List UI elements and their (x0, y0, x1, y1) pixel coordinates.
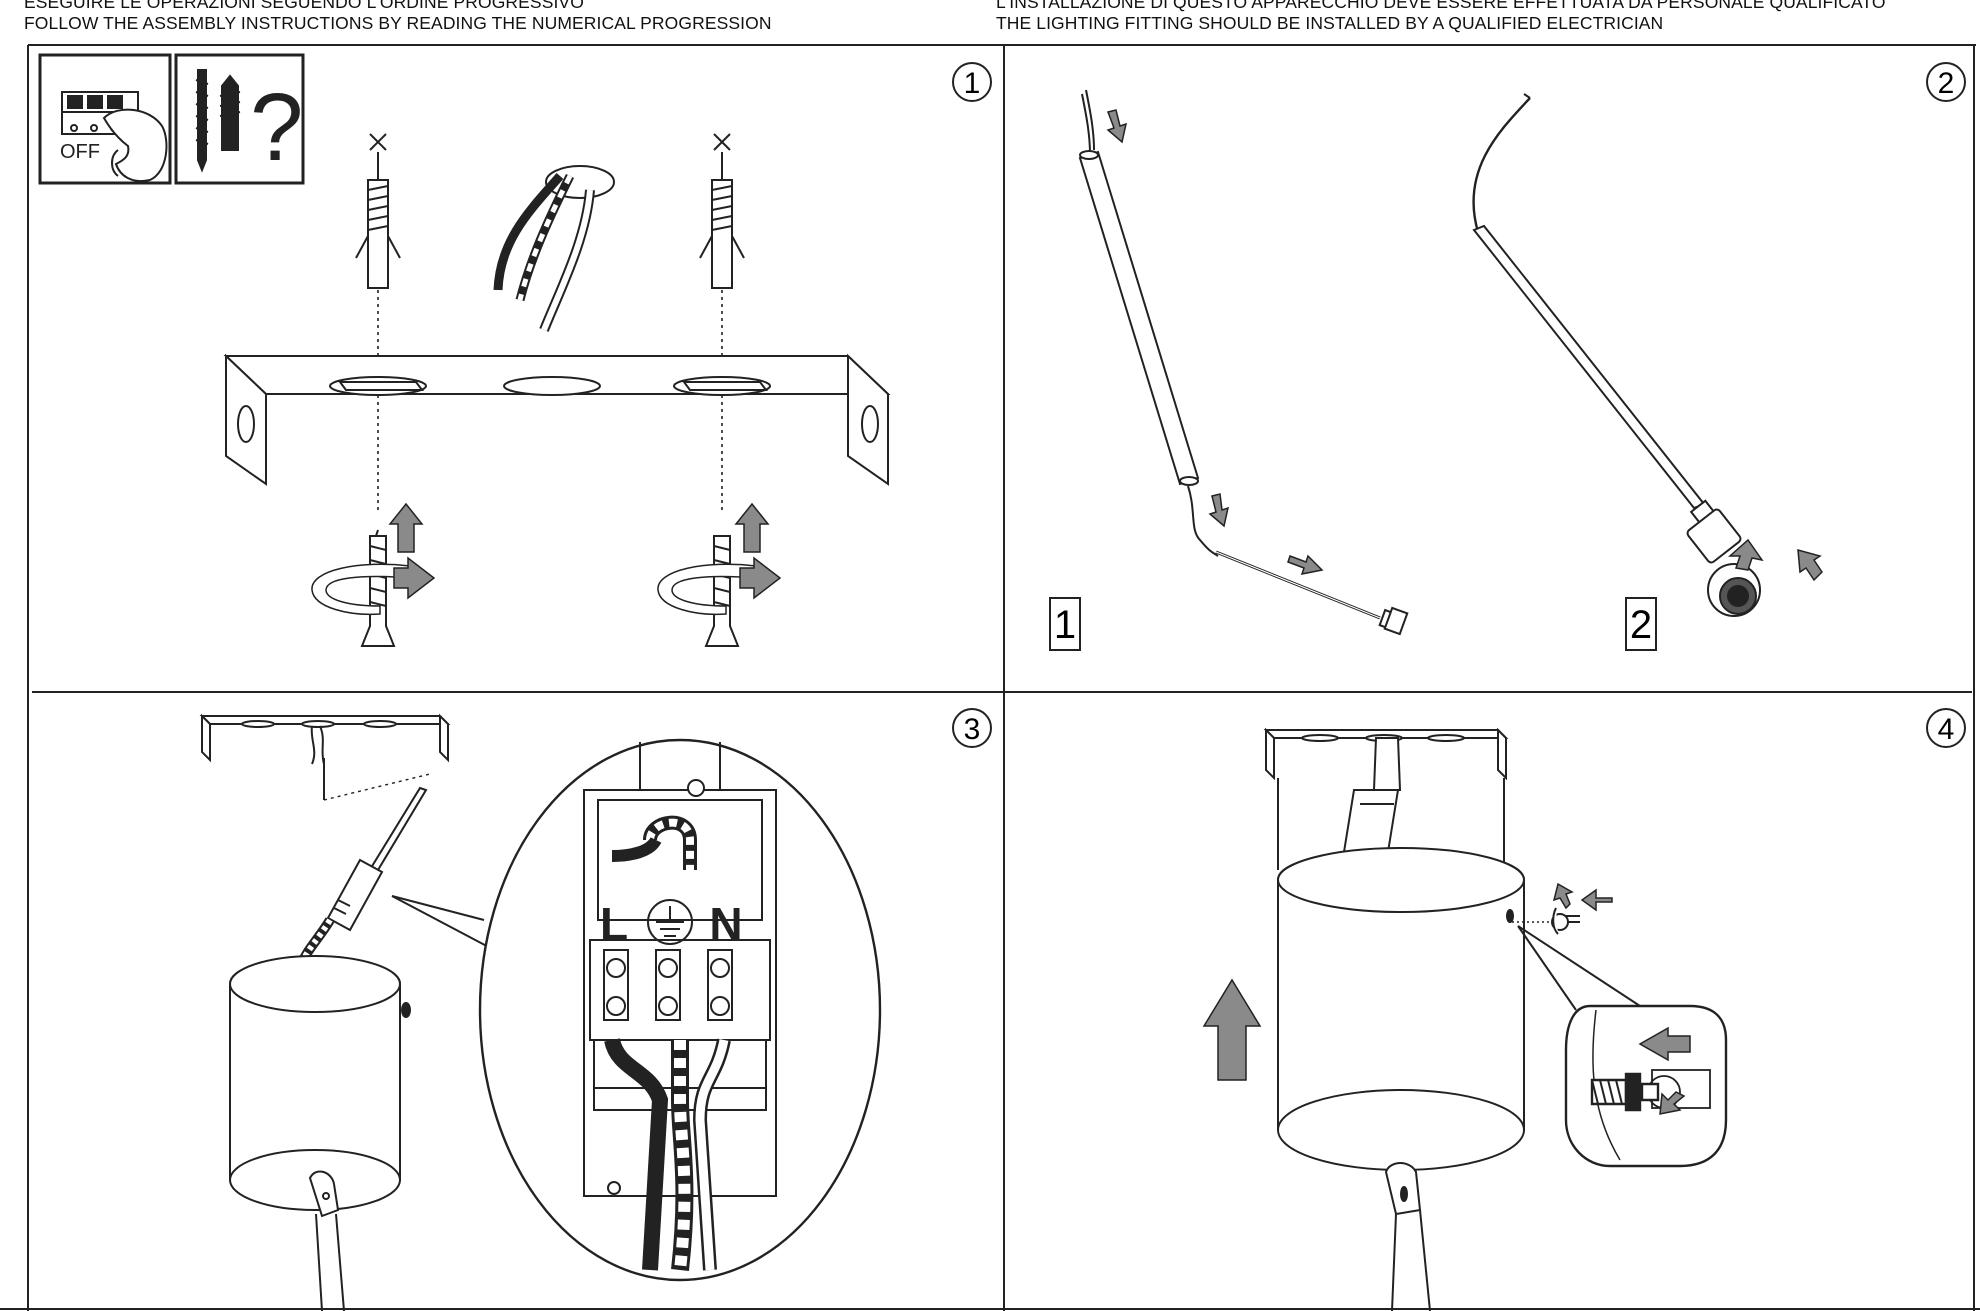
screw-left (360, 529, 396, 647)
header-left-line2: FOLLOW THE ASSEMBLY INSTRUCTIONS BY READ… (24, 13, 772, 33)
rotate-arrow-right (657, 556, 782, 616)
fixing-screw-4 (1551, 907, 1580, 935)
panel-step-1: 1 OFF ? (38, 53, 992, 647)
arrow-bulb-right (1797, 548, 1823, 582)
arrow-right-cable (1287, 554, 1324, 575)
sub-step-1: 1 (1049, 597, 1081, 651)
terminal-l-label: L (600, 898, 628, 950)
arrow-up-right (734, 502, 770, 553)
screw-right (704, 535, 740, 647)
screw-and-wall-plug-icon (174, 53, 305, 185)
question-mark-icon: ? (250, 74, 303, 181)
arrow-detail-curve (1659, 1091, 1686, 1115)
arrow-screw-top (1580, 888, 1613, 912)
step-number-4-label: 4 (1938, 713, 1955, 746)
step-number-2-label: 2 (1938, 67, 1955, 100)
step-number-2: 2 (1926, 62, 1966, 102)
step-number-3-label: 3 (964, 713, 981, 746)
ground-symbol-icon (647, 899, 693, 945)
off-label: OFF (60, 141, 100, 163)
sub-step-2-label: 2 (1630, 603, 1652, 647)
mounting-bracket (223, 353, 891, 486)
panel-step-2: 2 1 2 (1049, 62, 1966, 651)
wall-plug-left (355, 133, 401, 510)
canopy-3 (229, 955, 411, 1311)
arrow-up-canopy (1202, 978, 1262, 1081)
sub-step-2: 2 (1625, 597, 1657, 651)
callout-pointer (391, 895, 499, 953)
step-number-3: 3 (952, 708, 992, 748)
arrow-up-left (388, 502, 424, 553)
terminal-block-detail: L N (478, 738, 882, 1282)
mains-cable (493, 165, 615, 332)
bracket-4 (1263, 727, 1509, 870)
step-number-4: 4 (1926, 708, 1966, 748)
sub-step-1-label: 1 (1054, 603, 1076, 647)
arrow-bulb-left (1728, 538, 1764, 571)
screw-detail-box (1564, 1004, 1728, 1168)
header-left-line1: ESEGUIRE LE OPERAZIONI SEGUENDO L'ORDINE… (24, 0, 584, 12)
connector-cable-3 (295, 786, 428, 970)
arrow-down-tube (1208, 493, 1230, 528)
wall-plug-right (699, 133, 745, 510)
arrow-down-cable (1106, 109, 1128, 144)
header-right: L'INSTALLAZIONE DI QUESTO APPARECCHIO DE… (996, 0, 1886, 34)
step-number-1: 1 (952, 62, 992, 102)
arrow-screw-curve (1552, 882, 1574, 910)
small-bracket-3 (199, 713, 451, 801)
header-right-line2: THE LIGHTING FITTING SHOULD BE INSTALLED… (996, 13, 1664, 33)
step-number-1-label: 1 (964, 67, 981, 100)
panel-step-4: 4 (1202, 708, 1966, 1311)
callout-pointer-4 (1517, 925, 1641, 1011)
panel-grid (0, 44, 1980, 1311)
arrow-detail-top (1638, 1026, 1691, 1062)
pendant-assembled (1472, 93, 1761, 617)
header-left: ESEGUIRE LE OPERAZIONI SEGUENDO L'ORDINE… (24, 0, 772, 34)
terminal-n-label: N (709, 898, 742, 950)
pendant-tube (1078, 89, 1409, 636)
panel-step-3: 3 (199, 708, 992, 1311)
power-off-switch-icon: OFF (38, 53, 172, 185)
header-right-line1: L'INSTALLAZIONE DI QUESTO APPARECCHIO DE… (996, 0, 1886, 12)
rotate-arrow-left (311, 556, 436, 616)
canopy-4 (1277, 847, 1525, 1311)
